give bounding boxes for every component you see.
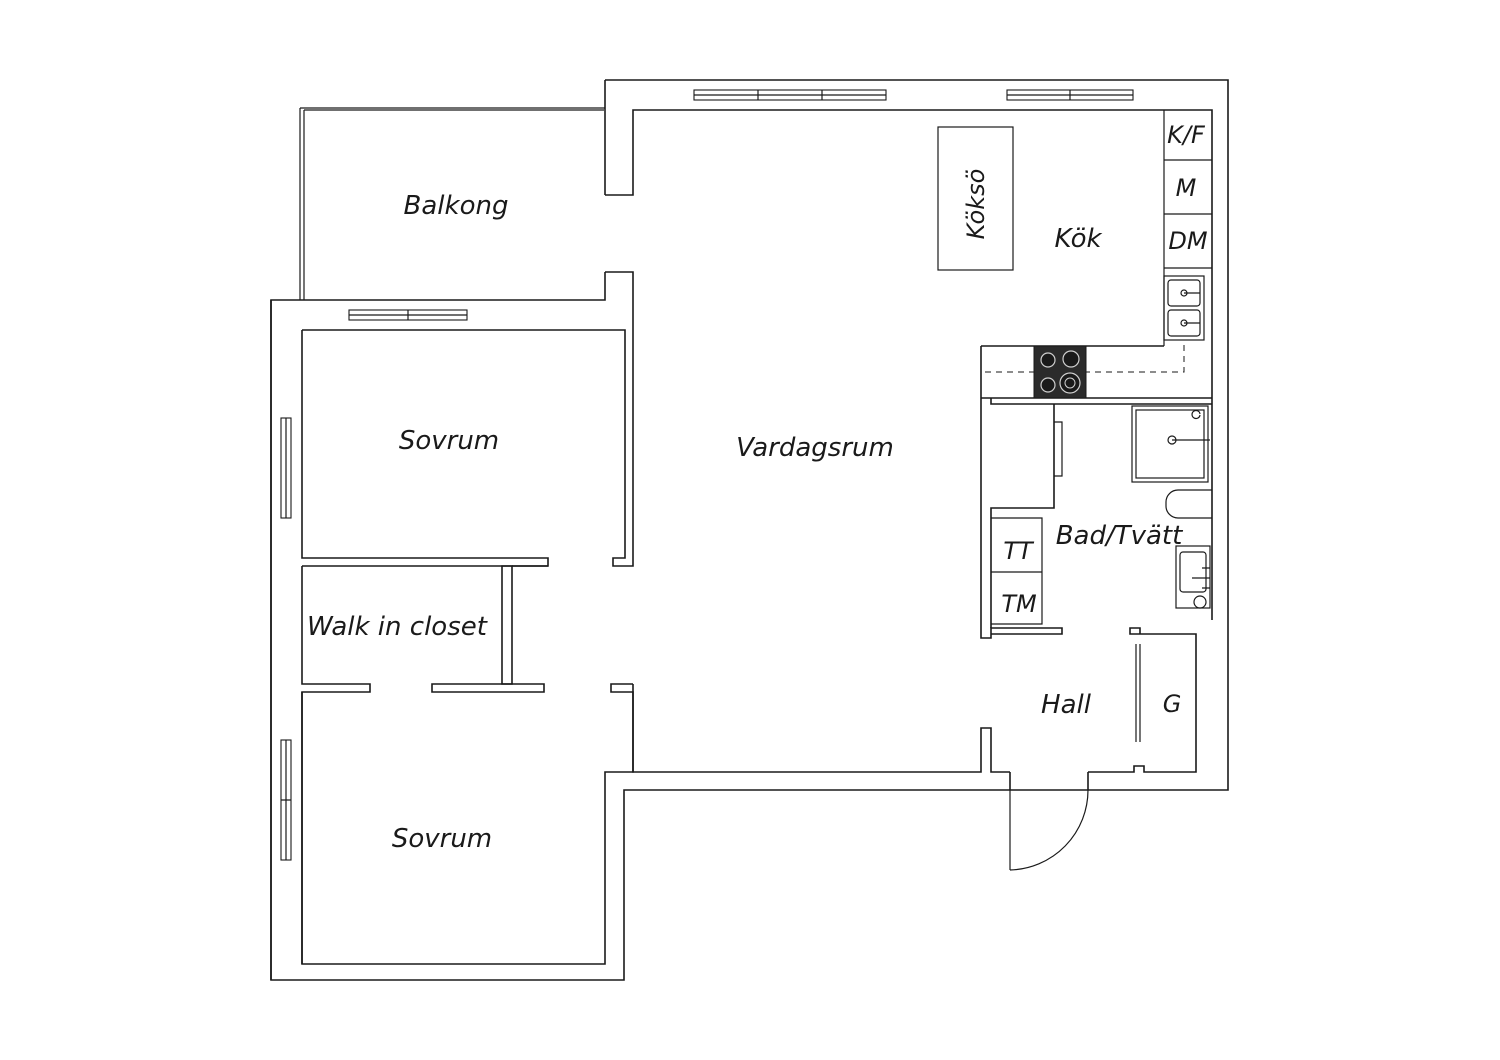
outer-walls: [270, 79, 1229, 981]
room-label-kok: Kök: [1054, 224, 1102, 254]
stove: [1033, 345, 1087, 399]
shower: [1131, 405, 1210, 483]
bath-door: [1054, 421, 1063, 477]
fixture-label-dm: DM: [1168, 227, 1207, 255]
wardrobe-door: [1135, 644, 1141, 742]
washbasin: [1175, 545, 1211, 609]
fixture-label-m: M: [1176, 174, 1197, 202]
room-label-sovrum-upper: Sovrum: [399, 426, 499, 456]
room-label-kokso: Köksö: [962, 169, 990, 240]
room-label-sovrum-lower: Sovrum: [392, 824, 492, 854]
toilet: [1165, 489, 1212, 519]
bedroom-walls: [301, 565, 634, 965]
windows: [280, 89, 1134, 861]
room-label-bad-tvatt: Bad/Tvätt: [1056, 521, 1183, 551]
room-label-hall: Hall: [1041, 690, 1092, 720]
fixture-label-g: G: [1163, 690, 1182, 718]
fixture-label-tm: TM: [1001, 590, 1037, 618]
entrance-door: [1009, 789, 1089, 871]
room-label-balkong: Balkong: [404, 191, 509, 221]
room-label-vardagsrum: Vardagsrum: [736, 433, 894, 463]
room-label-walk-in-closet: Walk in closet: [307, 612, 488, 642]
balcony-outline: [299, 107, 605, 300]
hall-walls: [632, 627, 1197, 790]
fixture-label-kf: K/F: [1167, 121, 1206, 149]
kitchen-sink: [1163, 275, 1205, 341]
fixture-label-tt: TT: [1003, 537, 1035, 565]
kitchen-island: [937, 126, 1014, 271]
